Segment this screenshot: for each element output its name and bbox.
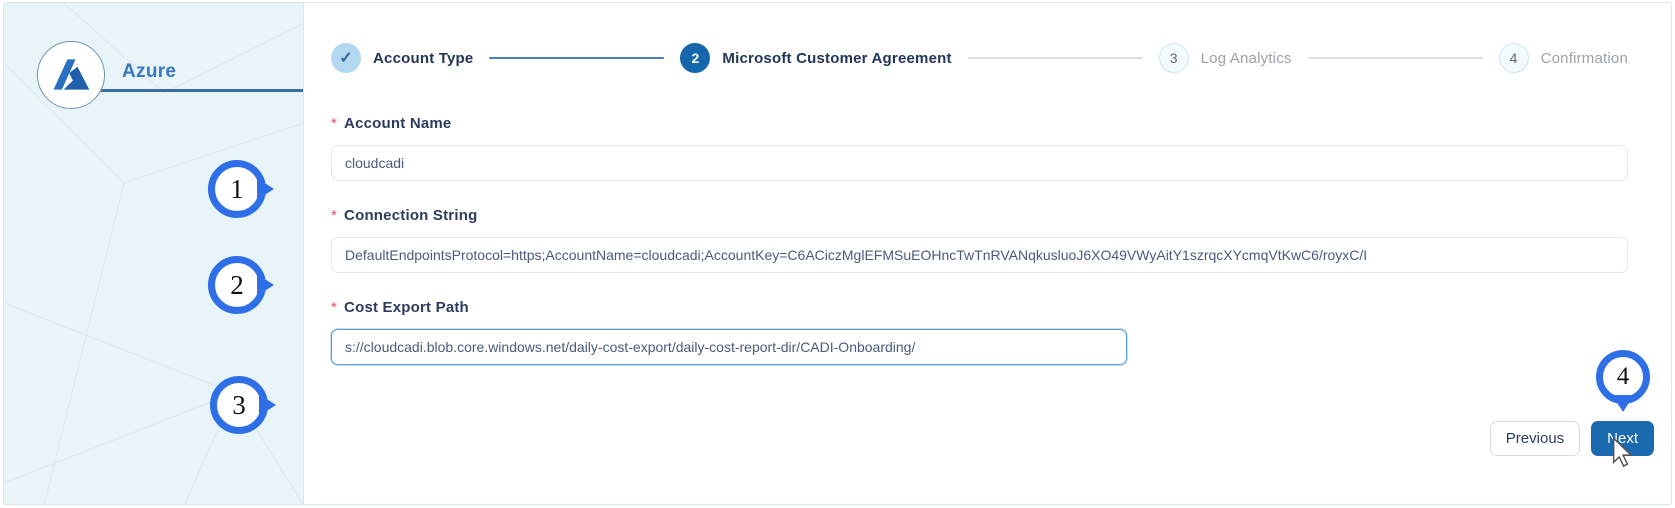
mouse-cursor-icon (1612, 437, 1633, 468)
check-icon: ✓ (331, 43, 361, 73)
azure-logo-icon (53, 59, 90, 90)
connection-string-label-text: Connection String (344, 207, 478, 224)
step-connector (1307, 57, 1483, 59)
cost-export-path-label-text: Cost Export Path (344, 299, 469, 316)
annotation-marker-3: 3 (210, 376, 268, 434)
stepper: ✓ Account Type 2 Microsoft Customer Agre… (331, 43, 1628, 73)
step-connector (489, 57, 665, 59)
required-asterisk: * (331, 115, 338, 132)
form-actions: Previous Next (331, 421, 1654, 456)
provider-label[interactable]: Azure (122, 61, 177, 82)
step-log-analytics[interactable]: 3 Log Analytics (1158, 43, 1292, 73)
connection-string-field-group: * Connection String (331, 207, 1628, 273)
sidebar: Azure (4, 3, 304, 504)
annotation-marker-1: 1 (208, 160, 266, 218)
annotation-marker-4: 4 (1596, 350, 1650, 404)
cost-export-path-field-group: * Cost Export Path (331, 299, 1628, 365)
step-microsoft-customer-agreement[interactable]: 2 Microsoft Customer Agreement (680, 43, 951, 73)
account-name-label-text: Account Name (344, 115, 452, 132)
azure-logo (37, 41, 105, 109)
agreement-form: * Account Name * Connection String * Cos… (331, 115, 1654, 456)
cost-export-path-label: * Cost Export Path (331, 299, 1628, 316)
step-label-microsoft-customer-agreement: Microsoft Customer Agreement (722, 49, 952, 67)
step-label-log-analytics: Log Analytics (1200, 49, 1292, 67)
account-name-input[interactable] (331, 145, 1628, 181)
step-number-4: 4 (1498, 43, 1529, 73)
provider-underline (62, 89, 303, 92)
main-panel: ✓ Account Type 2 Microsoft Customer Agre… (304, 3, 1671, 504)
account-name-label: * Account Name (331, 115, 1628, 132)
step-label-confirmation: Confirmation (1540, 49, 1629, 67)
account-name-field-group: * Account Name (331, 115, 1628, 181)
connection-string-input[interactable] (331, 237, 1628, 273)
required-asterisk: * (331, 299, 338, 316)
step-account-type[interactable]: ✓ Account Type (331, 43, 473, 73)
step-connector (967, 57, 1143, 59)
cost-export-path-input[interactable] (331, 329, 1127, 365)
annotation-marker-2: 2 (208, 256, 266, 314)
required-asterisk: * (331, 207, 338, 224)
step-number-3: 3 (1158, 43, 1189, 73)
step-label-account-type: Account Type (373, 49, 474, 67)
step-confirmation[interactable]: 4 Confirmation (1498, 43, 1629, 73)
previous-button[interactable]: Previous (1489, 421, 1581, 456)
step-number-2: 2 (680, 43, 711, 73)
onboarding-card: Azure ✓ Account Type 2 Microsoft Custome… (3, 2, 1672, 505)
connection-string-label: * Connection String (331, 207, 1628, 224)
